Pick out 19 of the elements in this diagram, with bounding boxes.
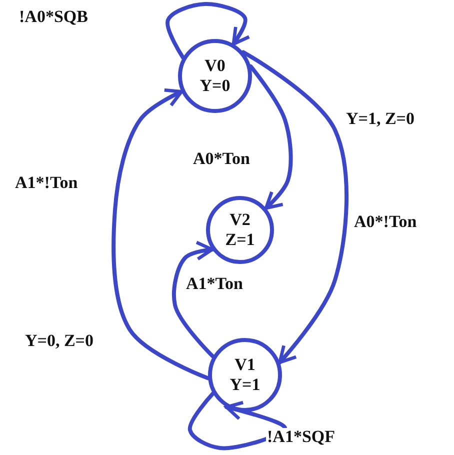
transition-arrow xyxy=(112,88,210,380)
transition-arrow xyxy=(172,240,215,358)
state-circle xyxy=(178,39,252,113)
state-output: Z=1 xyxy=(225,230,255,250)
state-name: V0 xyxy=(204,56,226,76)
state-name: V2 xyxy=(230,210,250,230)
transition-arrow xyxy=(241,50,348,364)
state-output: Y=0 xyxy=(200,76,230,96)
transition-arrow xyxy=(166,2,251,60)
state-circle xyxy=(208,338,282,412)
state-name: V1 xyxy=(234,355,256,375)
transition-arrow xyxy=(248,64,293,210)
output-label: Y=1, Z=0 xyxy=(345,110,416,129)
state-output: Y=1 xyxy=(230,375,260,395)
output-label: Y=0, Z=0 xyxy=(24,332,94,351)
edge-label: !A0*SQB xyxy=(18,8,89,27)
state-circle xyxy=(206,196,274,264)
edge-label: !A1*SQF xyxy=(266,428,336,447)
transition-arrow xyxy=(188,392,287,450)
